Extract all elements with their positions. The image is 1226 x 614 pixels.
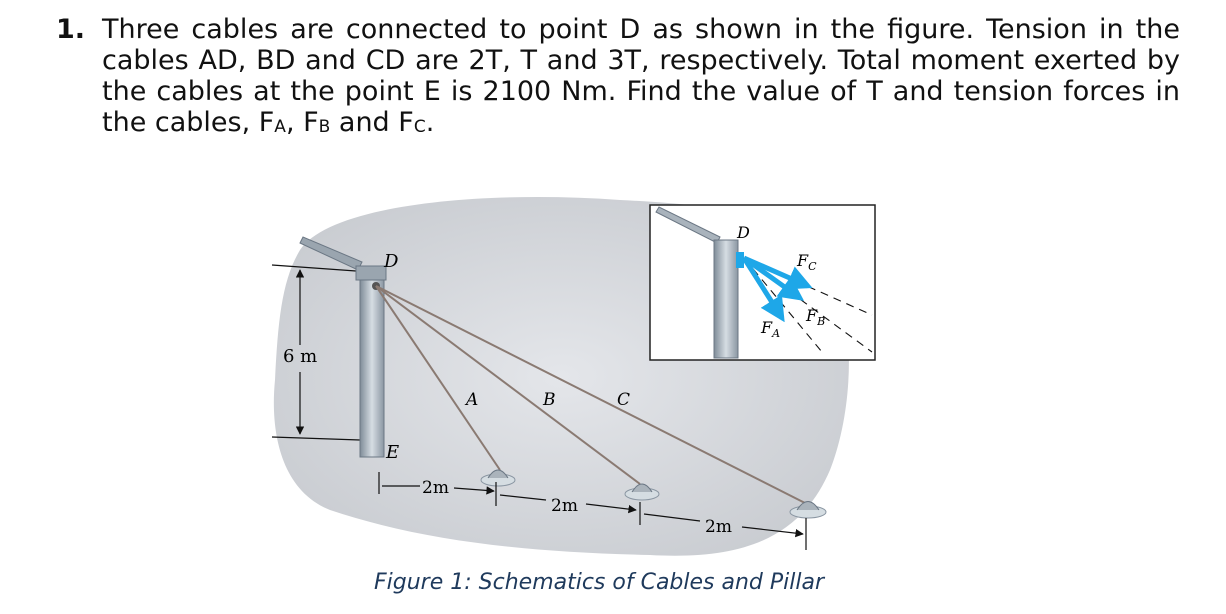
svg-text:FC: FC	[796, 251, 817, 273]
problem-statement: 1. Three cables are connected to point D…	[56, 14, 1180, 143]
label-c: C	[617, 390, 630, 410]
separator-1: , F	[285, 107, 319, 138]
inset-force-a: F	[760, 318, 773, 337]
dimension-2: 2m	[551, 496, 578, 516]
figure-caption: Figure 1: Schematics of Cables and Pilla…	[374, 570, 825, 595]
pillar	[359, 274, 385, 458]
anchor-b	[624, 483, 660, 501]
height-label: 6 m	[283, 346, 317, 367]
inset-force-c-sub: C	[808, 260, 817, 273]
dimension-3: 2m	[705, 517, 732, 537]
problem-body: Three cables are connected to point D as…	[102, 14, 1180, 138]
subscript-b: B	[318, 117, 331, 137]
problem-end: .	[425, 107, 435, 138]
inset-force-c: F	[796, 251, 809, 270]
subscript-a: A	[274, 117, 286, 137]
label-e: E	[385, 442, 399, 463]
dimension-1: 2m	[422, 478, 449, 498]
separator-2: and F	[330, 107, 414, 138]
subscript-c: C	[413, 117, 426, 137]
cable-ad	[375, 285, 501, 471]
anchor-a	[480, 469, 516, 487]
inset-force-b-sub: B	[816, 315, 825, 328]
svg-text:FB: FB	[805, 306, 825, 328]
label-b: B	[542, 390, 556, 410]
anchor-c	[789, 501, 827, 519]
inset-label-d: D	[736, 223, 750, 242]
svg-text:FA: FA	[760, 318, 780, 340]
problem-text: Three cables are connected to point D as…	[102, 14, 1180, 143]
cable-cd	[375, 285, 806, 504]
cable-bd	[375, 285, 641, 485]
inset-force-a-sub: A	[771, 327, 780, 340]
inset-detail: D FC FB FA	[649, 204, 876, 361]
label-d: D	[383, 251, 399, 272]
label-a: A	[464, 390, 478, 410]
inset-force-b: F	[805, 306, 818, 325]
problem-number: 1.	[56, 14, 86, 45]
